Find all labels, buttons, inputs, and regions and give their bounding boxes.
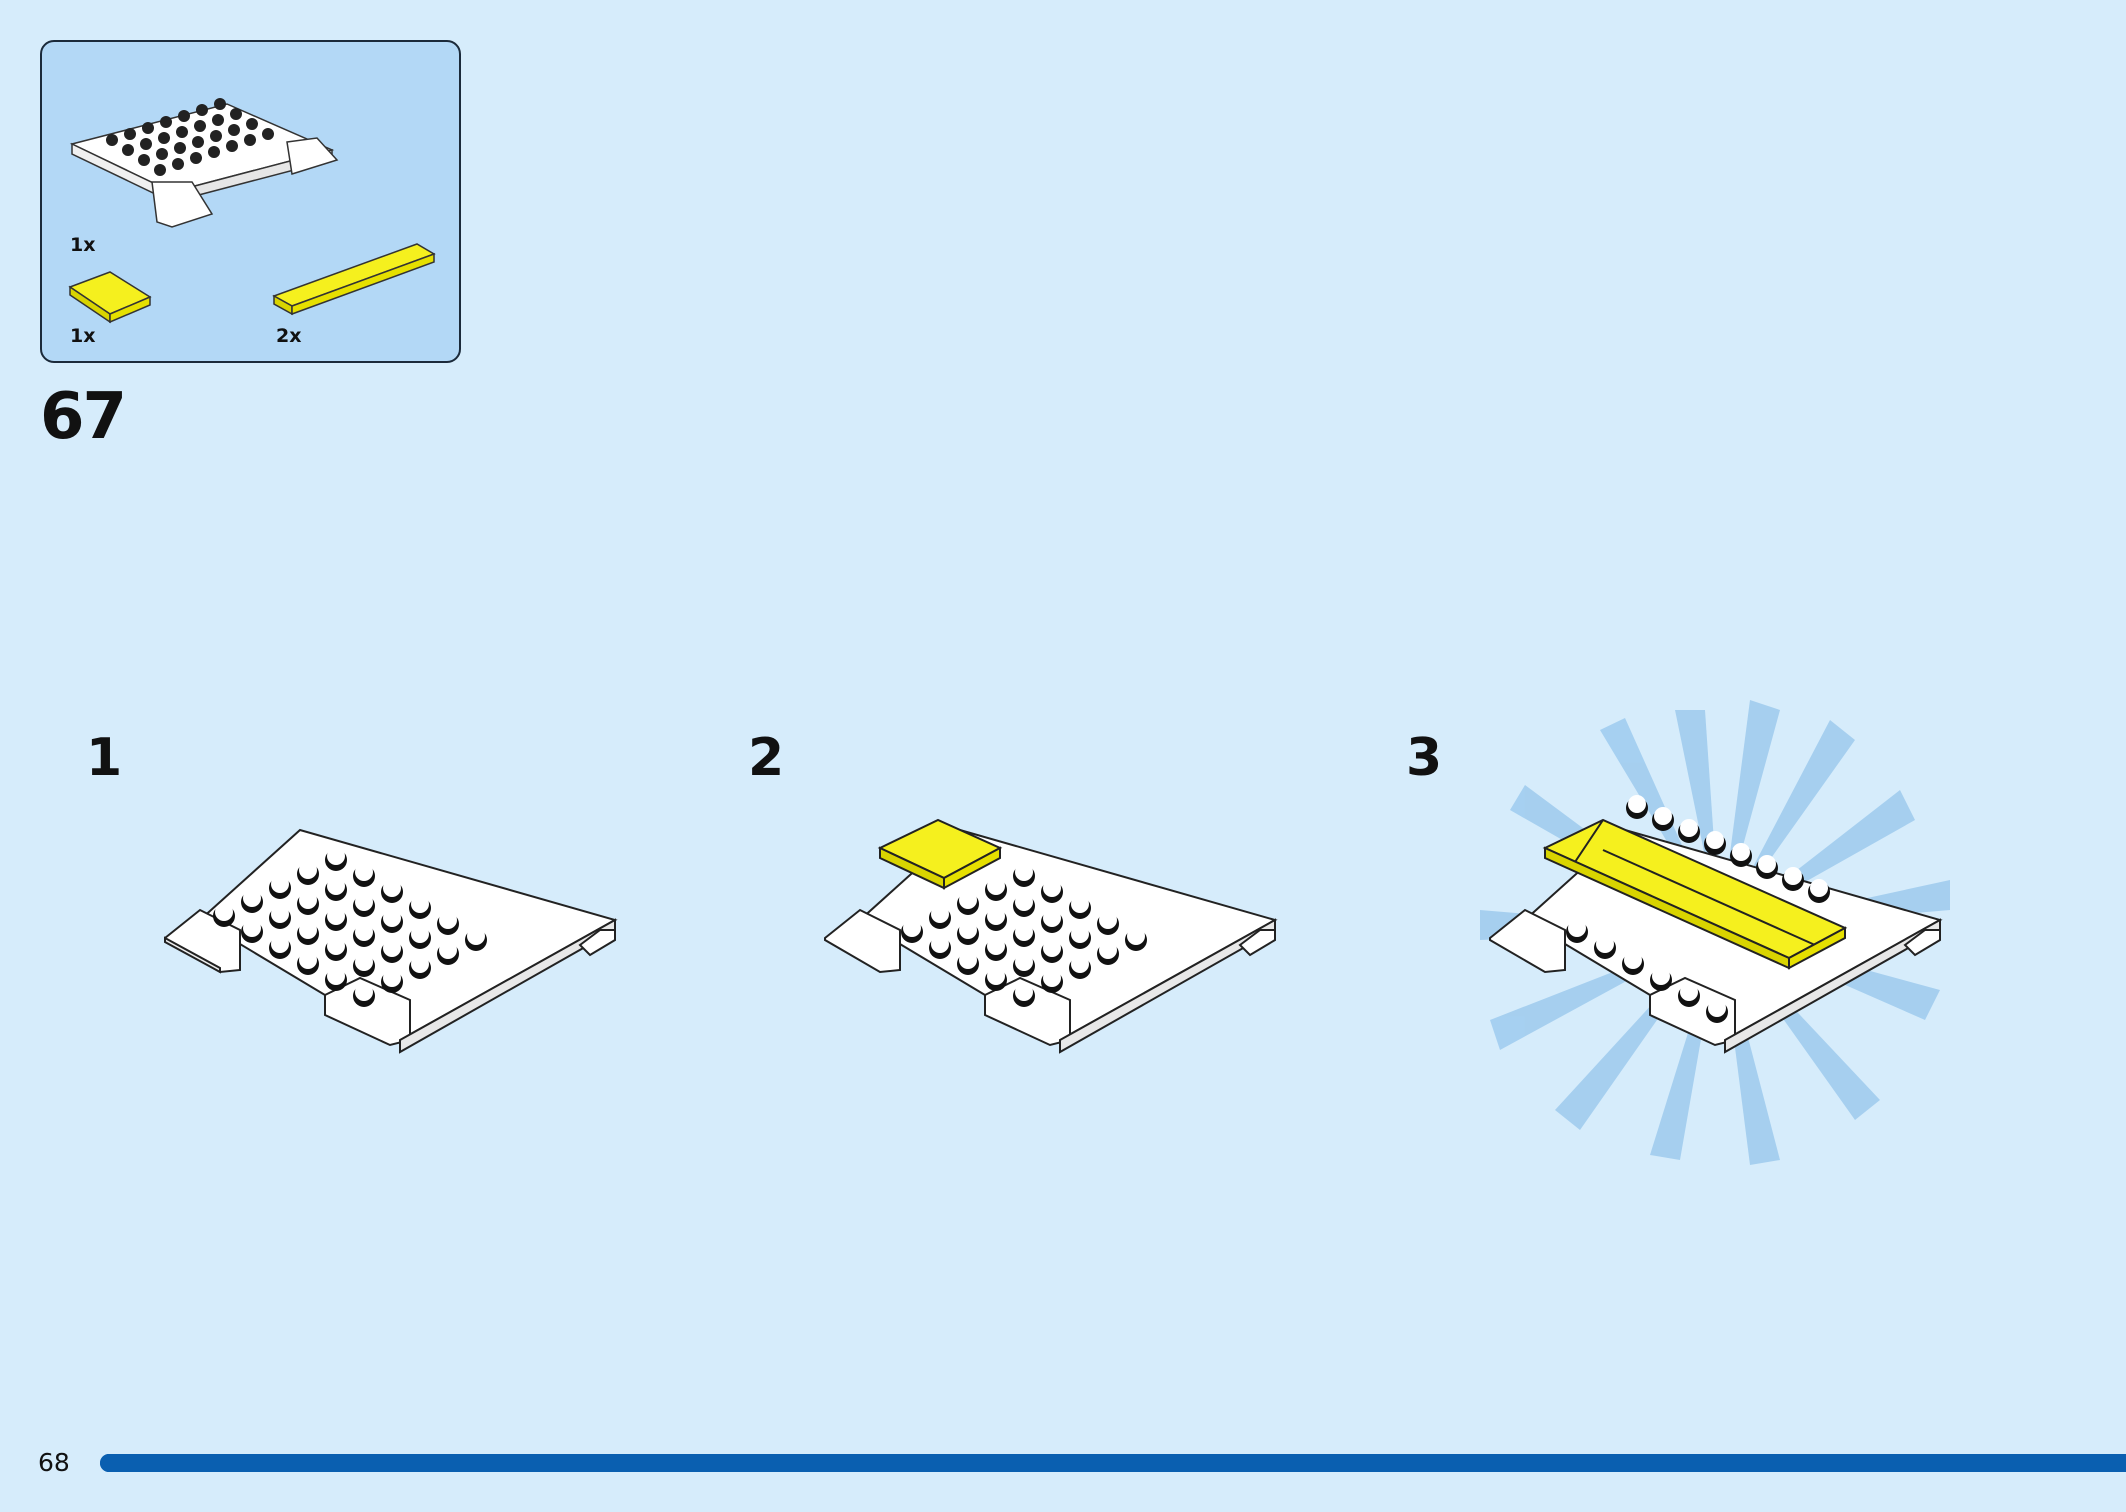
part-qty: 2x — [276, 325, 302, 347]
yellow-tile-1x6-icon — [272, 243, 436, 316]
substep-label: 2 — [748, 728, 785, 788]
substep-1-illustration — [164, 828, 618, 1054]
substep-3-illustration — [1480, 700, 1950, 1165]
parts-illustration — [68, 98, 436, 324]
step-number: 67 — [40, 380, 127, 454]
yellow-tile-2x2-icon — [68, 271, 152, 324]
substep-label: 3 — [1406, 728, 1443, 788]
progress-bar — [100, 1454, 2126, 1472]
page-number: 68 — [38, 1448, 70, 1477]
substep-label: 1 — [86, 728, 123, 788]
substep-2-illustration — [824, 818, 1278, 1054]
progress-fill — [100, 1454, 2126, 1472]
part-qty: 1x — [70, 325, 96, 347]
plate-part-icon — [69, 98, 339, 228]
part-qty: 1x — [70, 234, 96, 256]
parts-callout: 1x 1x 2x — [40, 40, 461, 363]
